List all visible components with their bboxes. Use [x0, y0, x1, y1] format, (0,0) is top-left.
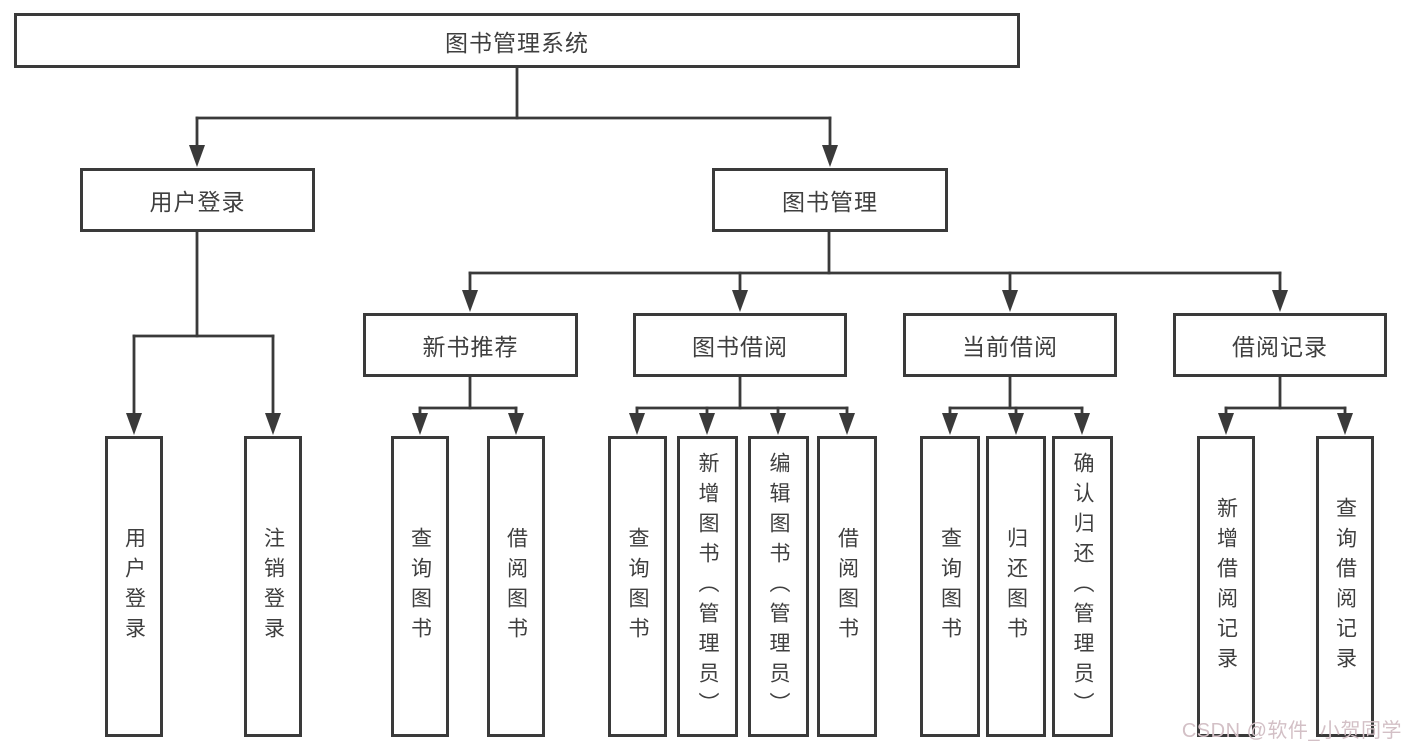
leaf-newbooks-borrow: 借阅图书: [487, 436, 545, 737]
leaf-borrow-book: 借阅图书: [817, 436, 877, 737]
leaf-newbooks-query: 查询图书: [391, 436, 449, 737]
leaf-current-return: 归还图书: [986, 436, 1046, 737]
leaf-current-confirm-admin: 确认归还（管理员）: [1052, 436, 1113, 737]
leaf-records-query: 查询借阅记录: [1316, 436, 1374, 737]
node-root: 图书管理系统: [14, 13, 1020, 68]
watermark: CSDN @软件_小贺同学: [1181, 720, 1402, 742]
leaf-current-query: 查询图书: [920, 436, 980, 737]
node-book-borrow: 图书借阅: [633, 313, 847, 377]
leaf-logout: 注销登录: [244, 436, 302, 737]
node-book-management: 图书管理: [712, 168, 948, 232]
leaf-records-add: 新增借阅记录: [1197, 436, 1255, 737]
node-new-books: 新书推荐: [363, 313, 578, 377]
leaf-user-login: 用户登录: [105, 436, 163, 737]
leaf-borrow-query: 查询图书: [608, 436, 667, 737]
leaf-borrow-edit-admin: 编辑图书（管理员）: [748, 436, 809, 737]
node-current-borrow: 当前借阅: [903, 313, 1117, 377]
node-user-login: 用户登录: [80, 168, 315, 232]
node-borrow-records: 借阅记录: [1173, 313, 1387, 377]
leaf-borrow-add-admin: 新增图书（管理员）: [677, 436, 738, 737]
